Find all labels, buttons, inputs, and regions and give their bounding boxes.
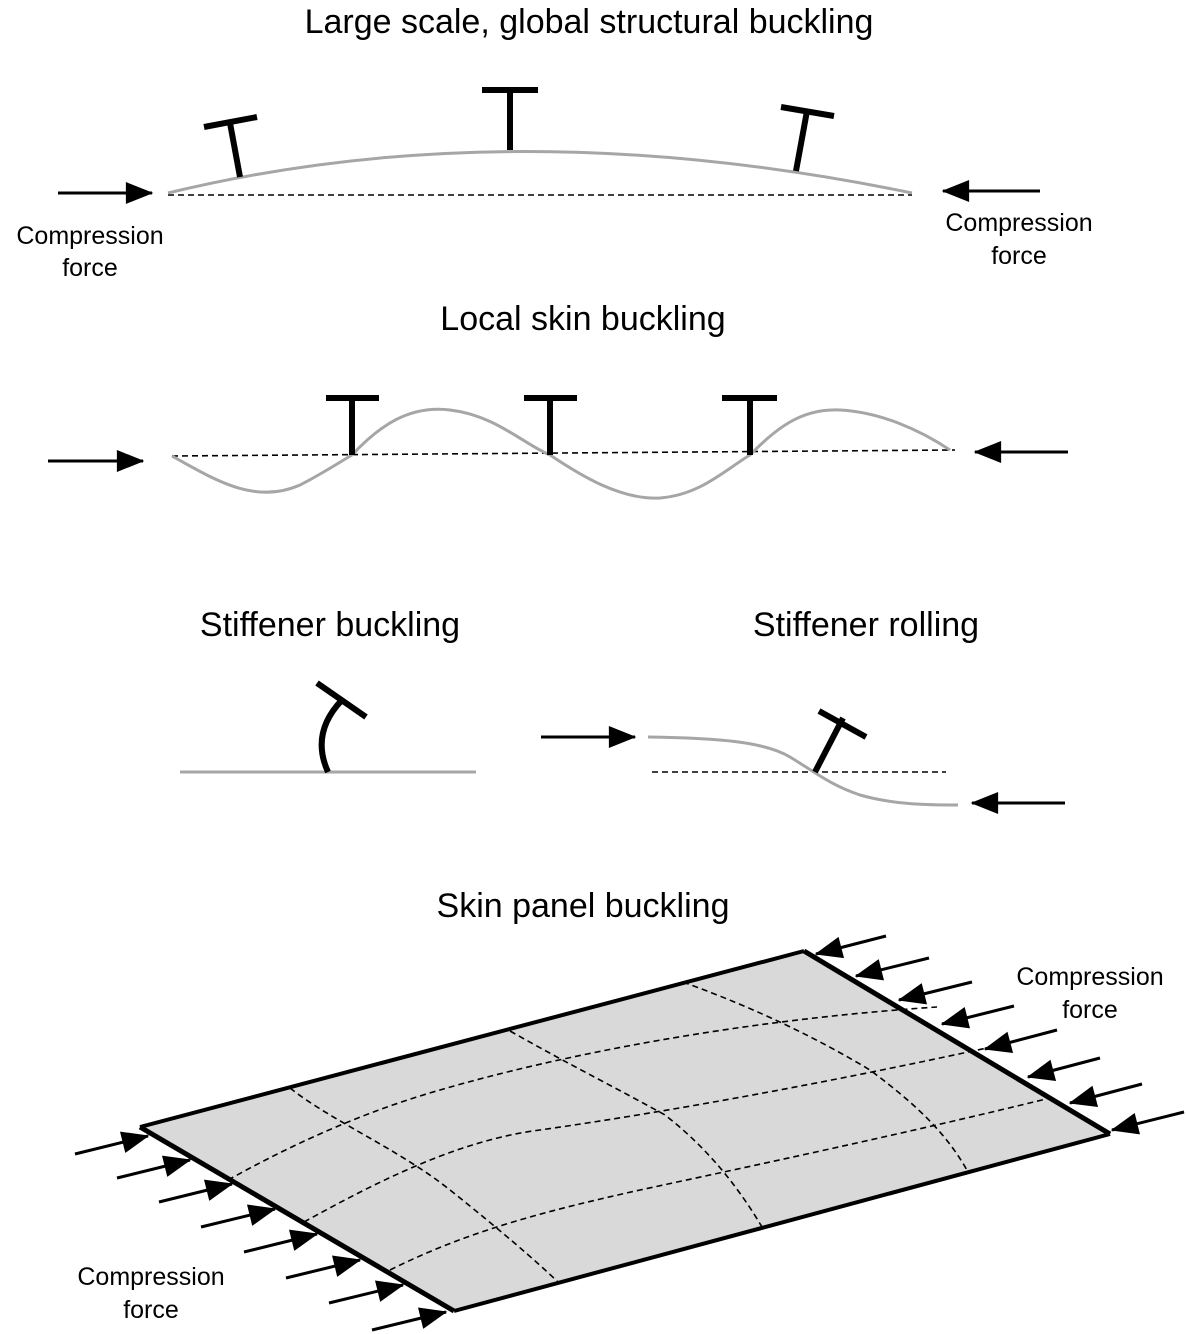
global-right-label-line2: force <box>991 242 1047 270</box>
rolled-stiffener-flange <box>817 708 868 740</box>
stiffener-rolling-title: Stiffener rolling <box>753 606 979 644</box>
panel-bottom-edge <box>453 1132 1111 1313</box>
panel-left-edge <box>138 1124 456 1314</box>
local-stiffener-3 <box>722 395 777 455</box>
global-stiffener-center <box>482 87 538 150</box>
panel-left-label-line1: Compression <box>77 1263 224 1291</box>
panel-right-label-line1: Compression <box>1016 963 1163 991</box>
buckled-stiffener-flange <box>315 680 368 720</box>
panel-right-edge <box>802 948 1112 1137</box>
local-reference-line <box>171 449 956 457</box>
global-buckling-section: Large scale, global structural buckling … <box>16 3 1092 282</box>
global-stiffener-right <box>780 104 835 172</box>
global-buckled-skin <box>167 150 913 195</box>
global-buckling-title: Large scale, global structural buckling <box>305 3 874 41</box>
panel-buckling-title: Skin panel buckling <box>437 887 730 925</box>
local-stiffener-2 <box>524 395 577 455</box>
global-right-label-line1: Compression <box>945 209 1092 237</box>
panel-left-label-line2: force <box>123 1296 179 1324</box>
local-stiffener-1 <box>326 395 379 455</box>
panel-buckling-section: Skin panel buckling <box>74 887 1185 1332</box>
buckled-stiffener-web <box>318 697 345 774</box>
panel-top-edge <box>139 949 805 1129</box>
local-buckled-skin <box>171 407 951 500</box>
local-buckling-title: Local skin buckling <box>440 300 725 338</box>
rolled-stiffener-web <box>812 716 846 774</box>
stiffener-rolling-section: Stiffener rolling <box>541 606 1065 814</box>
local-buckling-section: Local skin buckling <box>48 300 1068 500</box>
global-left-label-line1: Compression <box>16 222 163 250</box>
panel-right-label-line2: force <box>1062 996 1118 1024</box>
stiffener-buckling-title: Stiffener buckling <box>200 606 460 644</box>
skin-panel <box>140 951 1110 1311</box>
global-left-label-line2: force <box>62 254 118 282</box>
stiffener-buckling-section: Stiffener buckling <box>180 606 476 774</box>
global-stiffener-left <box>203 114 258 178</box>
panel-left-force-arrows <box>74 1131 448 1332</box>
panel-right-force-arrows <box>814 934 1185 1135</box>
rolling-skin <box>647 735 959 807</box>
panel-buckle-lines <box>227 981 1051 1283</box>
